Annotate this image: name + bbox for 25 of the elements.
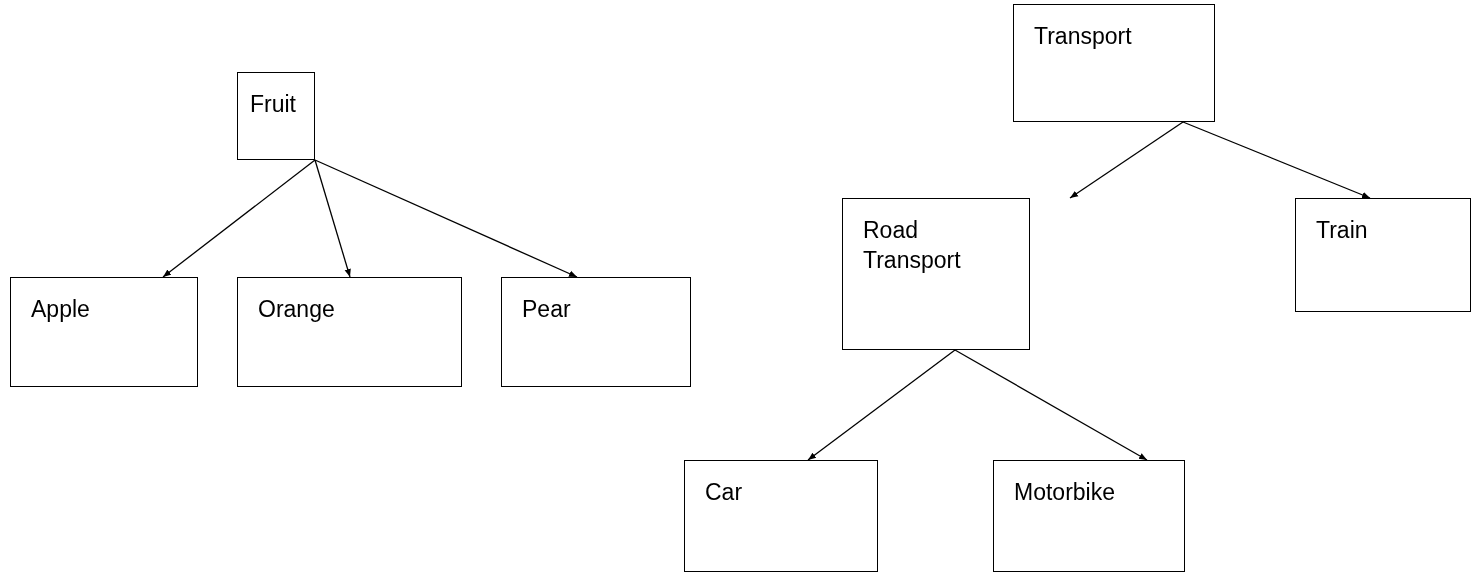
category-box — [10, 277, 198, 387]
arrow — [807, 349, 956, 461]
category-box — [237, 72, 315, 160]
arrow — [954, 349, 1148, 461]
box-label: Motorbike — [1014, 478, 1116, 507]
category-box — [842, 198, 1030, 350]
box-label: Fruit — [250, 90, 297, 119]
arrow — [1182, 121, 1371, 199]
category-box — [237, 277, 462, 387]
category-box — [1013, 4, 1215, 122]
box-label: Apple — [31, 295, 91, 324]
box-label: Transport — [1034, 22, 1133, 51]
arrow — [162, 159, 316, 278]
category-box — [1295, 198, 1471, 312]
arrow — [314, 159, 578, 278]
box-label: Orange — [258, 295, 336, 324]
category-box — [684, 460, 878, 572]
arrow — [1069, 121, 1184, 199]
box-label: Train — [1316, 216, 1369, 245]
box-label: Car — [705, 478, 744, 507]
box-label: Road Transport — [863, 216, 962, 275]
arrow — [314, 159, 351, 278]
category-box — [501, 277, 691, 387]
category-box — [993, 460, 1185, 572]
box-label: Pear — [522, 295, 572, 324]
